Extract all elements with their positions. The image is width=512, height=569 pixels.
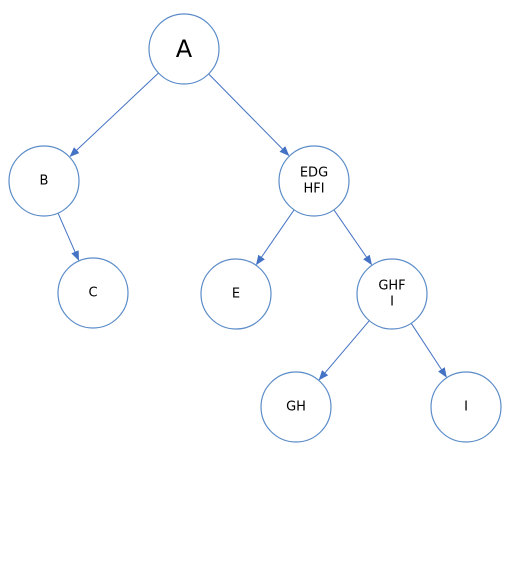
node-label-ghfi-line-1: GHF: [378, 279, 405, 294]
node-b: B: [8, 145, 80, 217]
node-circle-c: [57, 257, 129, 329]
node-label-c: C: [88, 286, 97, 301]
node-label-edghfi-line-2: HFI: [303, 182, 324, 197]
node-circle-i: [430, 371, 502, 443]
node-gh: GH: [260, 371, 332, 443]
node-label-a: A: [176, 35, 193, 63]
node-circle-gh: [260, 371, 332, 443]
node-circle-b: [8, 145, 80, 217]
node-circle-edghfi: [278, 145, 350, 217]
node-label-e: E: [232, 287, 240, 302]
node-circle-e: [200, 258, 272, 330]
edge-a-to-edghfi: [208, 73, 290, 157]
edge-edghfi-to-ghfi: [333, 209, 373, 266]
node-i: I: [430, 371, 502, 443]
edge-ghfi-to-gh: [318, 320, 370, 381]
edge-a-to-b: [69, 72, 159, 157]
edge-ghfi-to-i: [410, 323, 447, 378]
node-label-ghfi-line-2: I: [390, 295, 394, 310]
node-label-gh: GH: [286, 400, 306, 415]
node-label-edghfi-line-1: EDG: [300, 166, 328, 181]
node-circle-ghfi: [356, 258, 428, 330]
node-c: C: [57, 257, 129, 329]
node-e: E: [200, 258, 272, 330]
node-label-b: B: [40, 174, 49, 189]
node-label-i: I: [464, 400, 468, 415]
edge-b-to-c: [57, 212, 80, 261]
node-circle-a: [148, 13, 220, 85]
edge-edghfi-to-e: [255, 209, 295, 266]
edges-layer: [57, 72, 447, 381]
node-a: A: [148, 13, 220, 85]
